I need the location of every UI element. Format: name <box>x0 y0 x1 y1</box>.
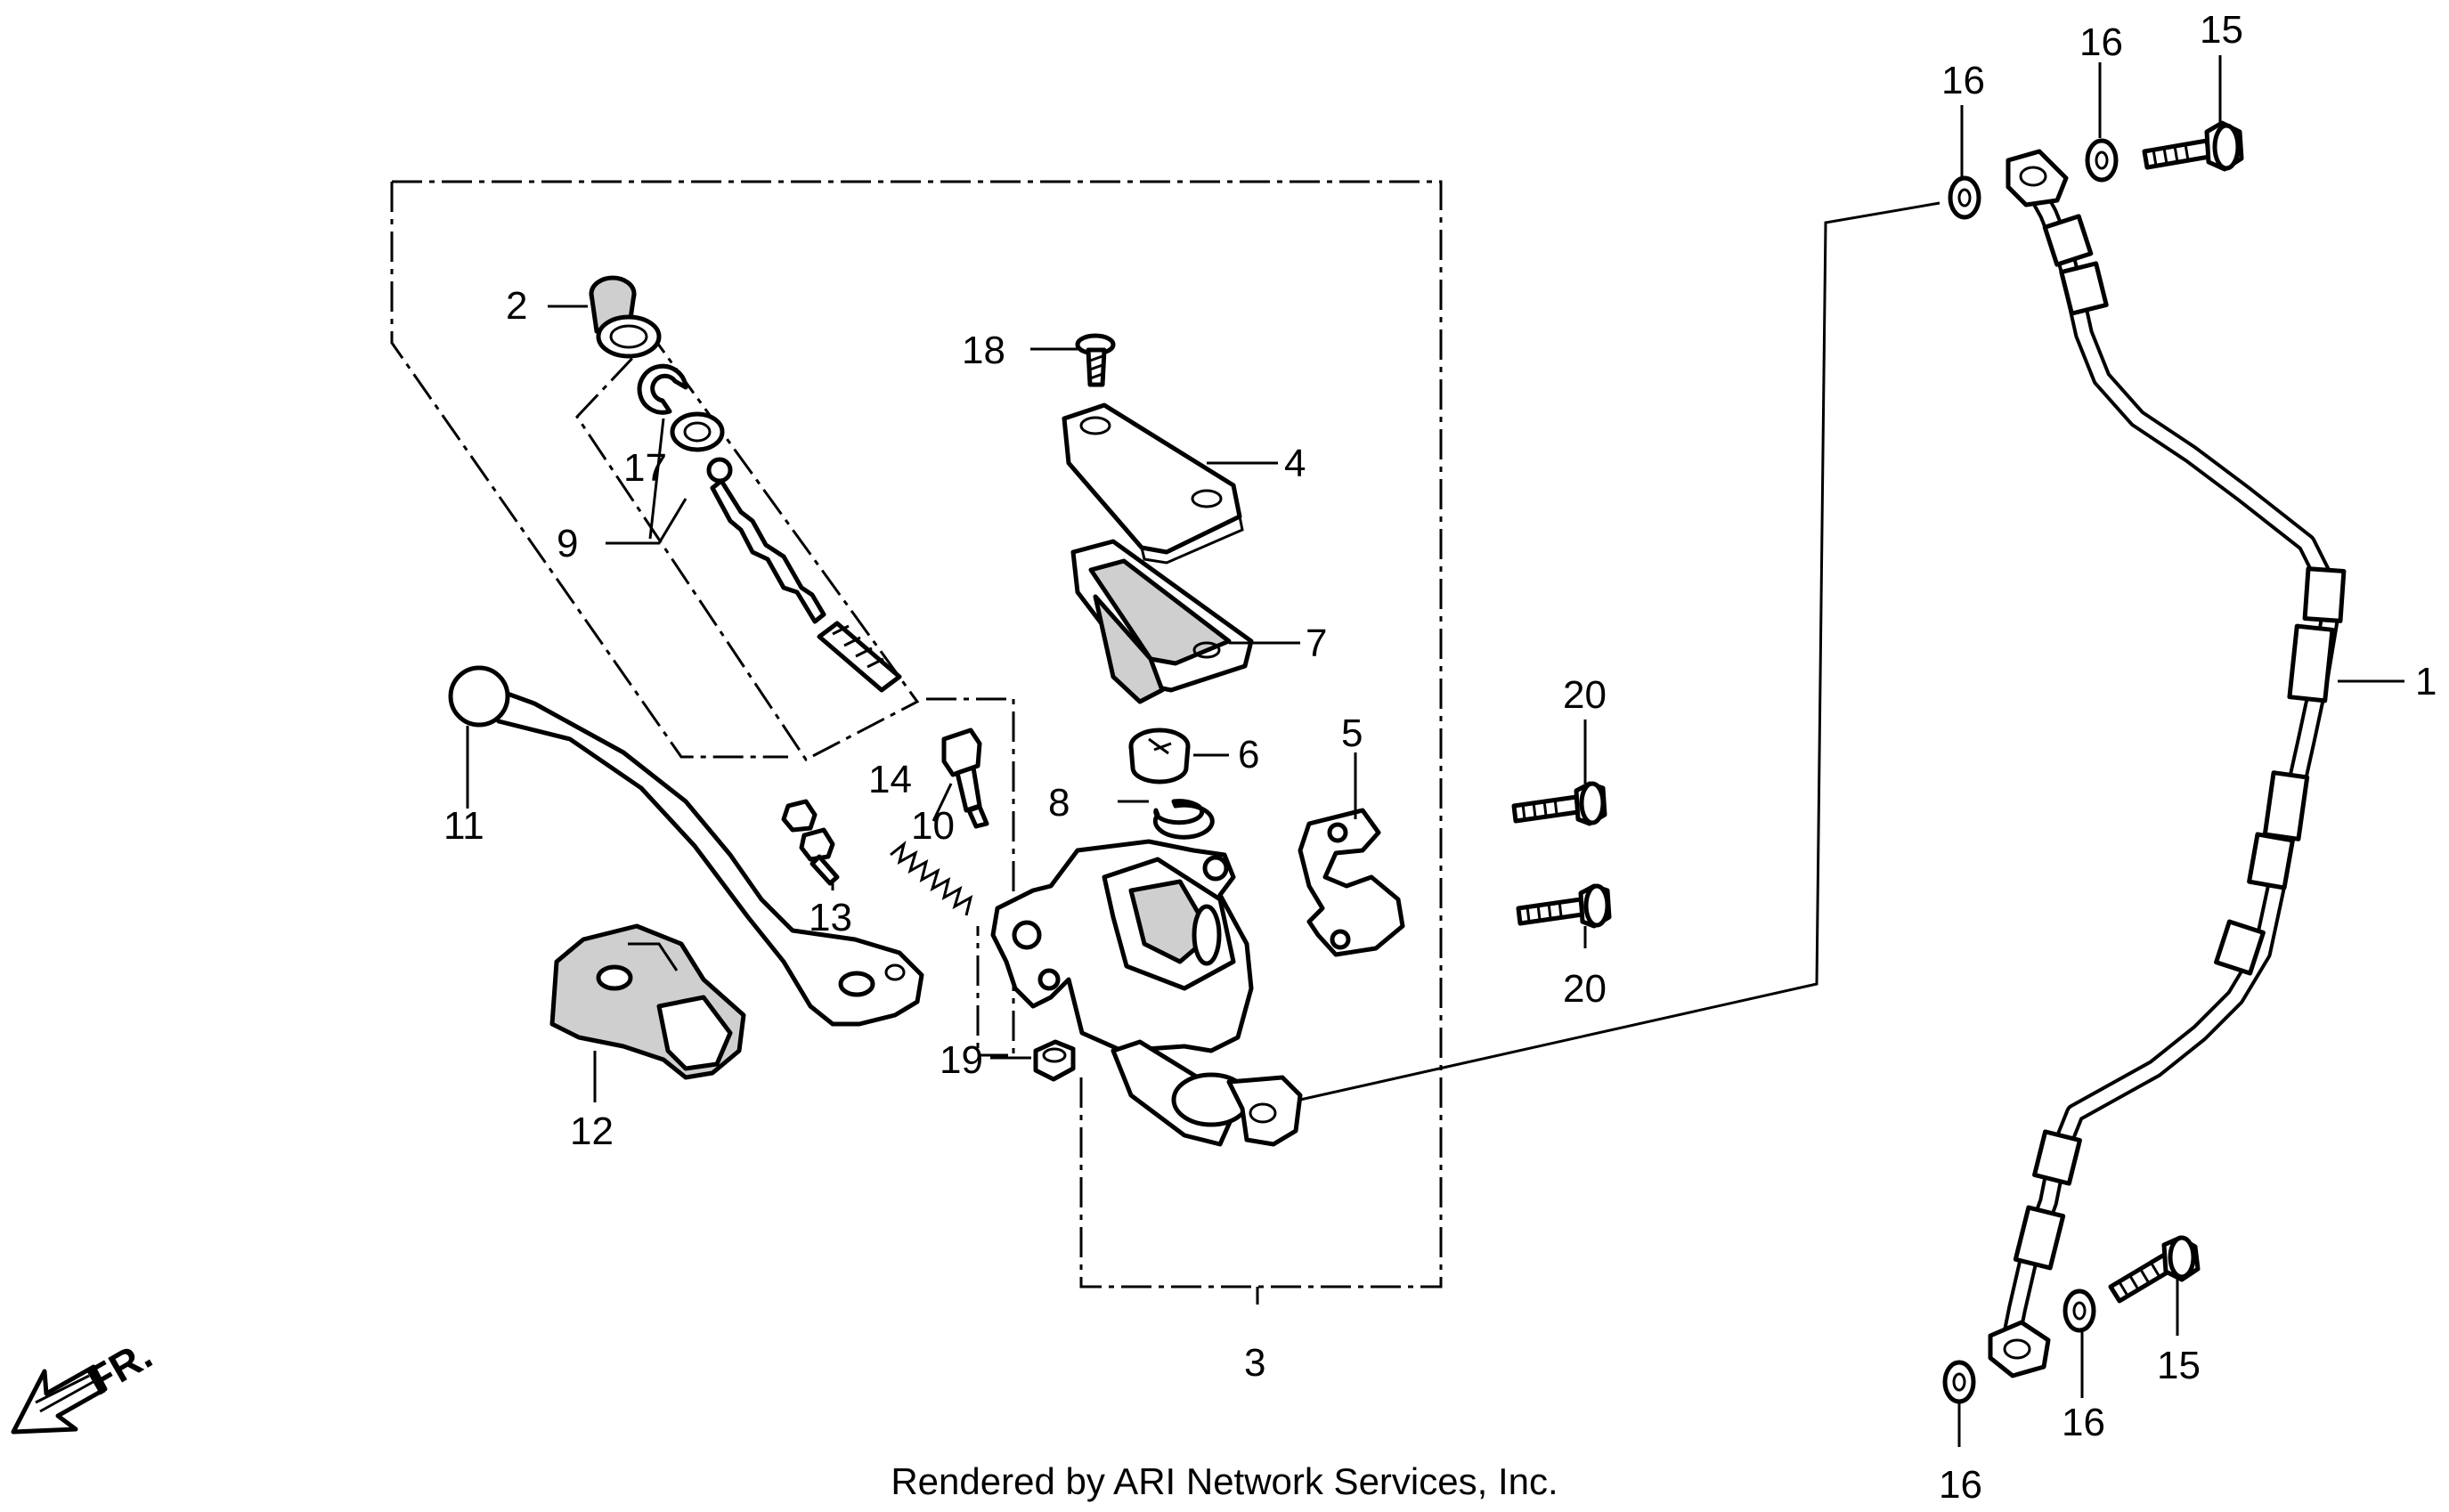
callout-6: 6 <box>1238 733 1259 776</box>
part-8-clip[interactable] <box>1152 799 1215 840</box>
callout-7: 7 <box>1306 622 1327 665</box>
part-16-washer-c[interactable] <box>2063 1288 2096 1333</box>
piston-assembly[interactable] <box>706 457 902 693</box>
callout-2: 2 <box>506 284 527 328</box>
assembly-boundary <box>392 180 1443 1288</box>
callout-10: 10 <box>911 804 955 848</box>
callout-16c: 16 <box>2062 1401 2105 1444</box>
callout-5: 5 <box>1341 711 1363 755</box>
part-18-screw[interactable] <box>1075 333 1116 387</box>
part-1-brake-hose[interactable] <box>1988 149 2347 1378</box>
callout-13: 13 <box>809 896 852 939</box>
part-2-boot[interactable] <box>589 275 662 359</box>
callout-15a: 15 <box>2200 8 2243 52</box>
part-16-washer-a[interactable] <box>1948 175 1981 220</box>
part-7-diaphragm[interactable] <box>1070 539 1254 704</box>
hose-route-line <box>1299 201 1940 1101</box>
callout-18: 18 <box>962 329 1005 372</box>
front-direction-arrow-icon <box>11 1364 108 1435</box>
part-5-holder[interactable] <box>1298 808 1405 957</box>
callout-14: 14 <box>868 758 912 801</box>
part-12-cover[interactable] <box>549 923 746 1080</box>
part-14-pivot-bolt[interactable] <box>941 728 989 829</box>
piston-kit-boundary <box>575 334 920 761</box>
callout-1: 1 <box>2415 660 2437 703</box>
part-15-bolt-upper[interactable] <box>2142 120 2244 172</box>
footer-credit: Rendered by ARI Network Services, Inc. <box>891 1460 1558 1502</box>
part-4-reservoir-cap[interactable] <box>1062 402 1244 565</box>
part-6-sight-glass[interactable] <box>1128 728 1191 784</box>
leader-lines <box>466 55 2404 1447</box>
callout-20b: 20 <box>1563 967 1607 1011</box>
part-11-lever[interactable] <box>448 665 924 1027</box>
part-20-bolt-upper[interactable] <box>1511 781 1607 826</box>
kit-boundary <box>926 697 1015 1057</box>
callout-17: 17 <box>623 446 667 490</box>
part-10-spring[interactable] <box>890 841 973 916</box>
part-15-bolt-lower[interactable] <box>2108 1235 2201 1304</box>
callout-20a: 20 <box>1563 673 1607 717</box>
part-3-master-cylinder[interactable] <box>990 839 1303 1147</box>
callout-11: 11 <box>443 804 484 848</box>
callout-9: 9 <box>557 522 578 565</box>
callout-15b: 15 <box>2157 1344 2201 1387</box>
callout-19: 19 <box>940 1038 983 1082</box>
callout-16b: 16 <box>2079 20 2123 64</box>
part-19-nut[interactable] <box>1033 1039 1076 1082</box>
callout-labels: 1 2 3 4 5 6 7 8 9 10 11 12 13 14 15 15 1… <box>443 8 2437 1507</box>
part-16-washer-b[interactable] <box>2085 138 2119 183</box>
callout-12: 12 <box>570 1110 614 1153</box>
callout-16d: 16 <box>1939 1463 1982 1507</box>
part-13-adjuster[interactable] <box>781 799 840 886</box>
callout-16a: 16 <box>1941 59 1985 102</box>
callout-4: 4 <box>1284 442 1306 485</box>
part-17-circlip[interactable] <box>637 363 725 452</box>
part-20-bolt-lower[interactable] <box>1516 883 1612 929</box>
callout-8: 8 <box>1048 781 1070 825</box>
part-16-washer-d[interactable] <box>1942 1360 1976 1404</box>
assembly-boundary-left <box>390 182 788 759</box>
callout-3: 3 <box>1244 1341 1265 1385</box>
